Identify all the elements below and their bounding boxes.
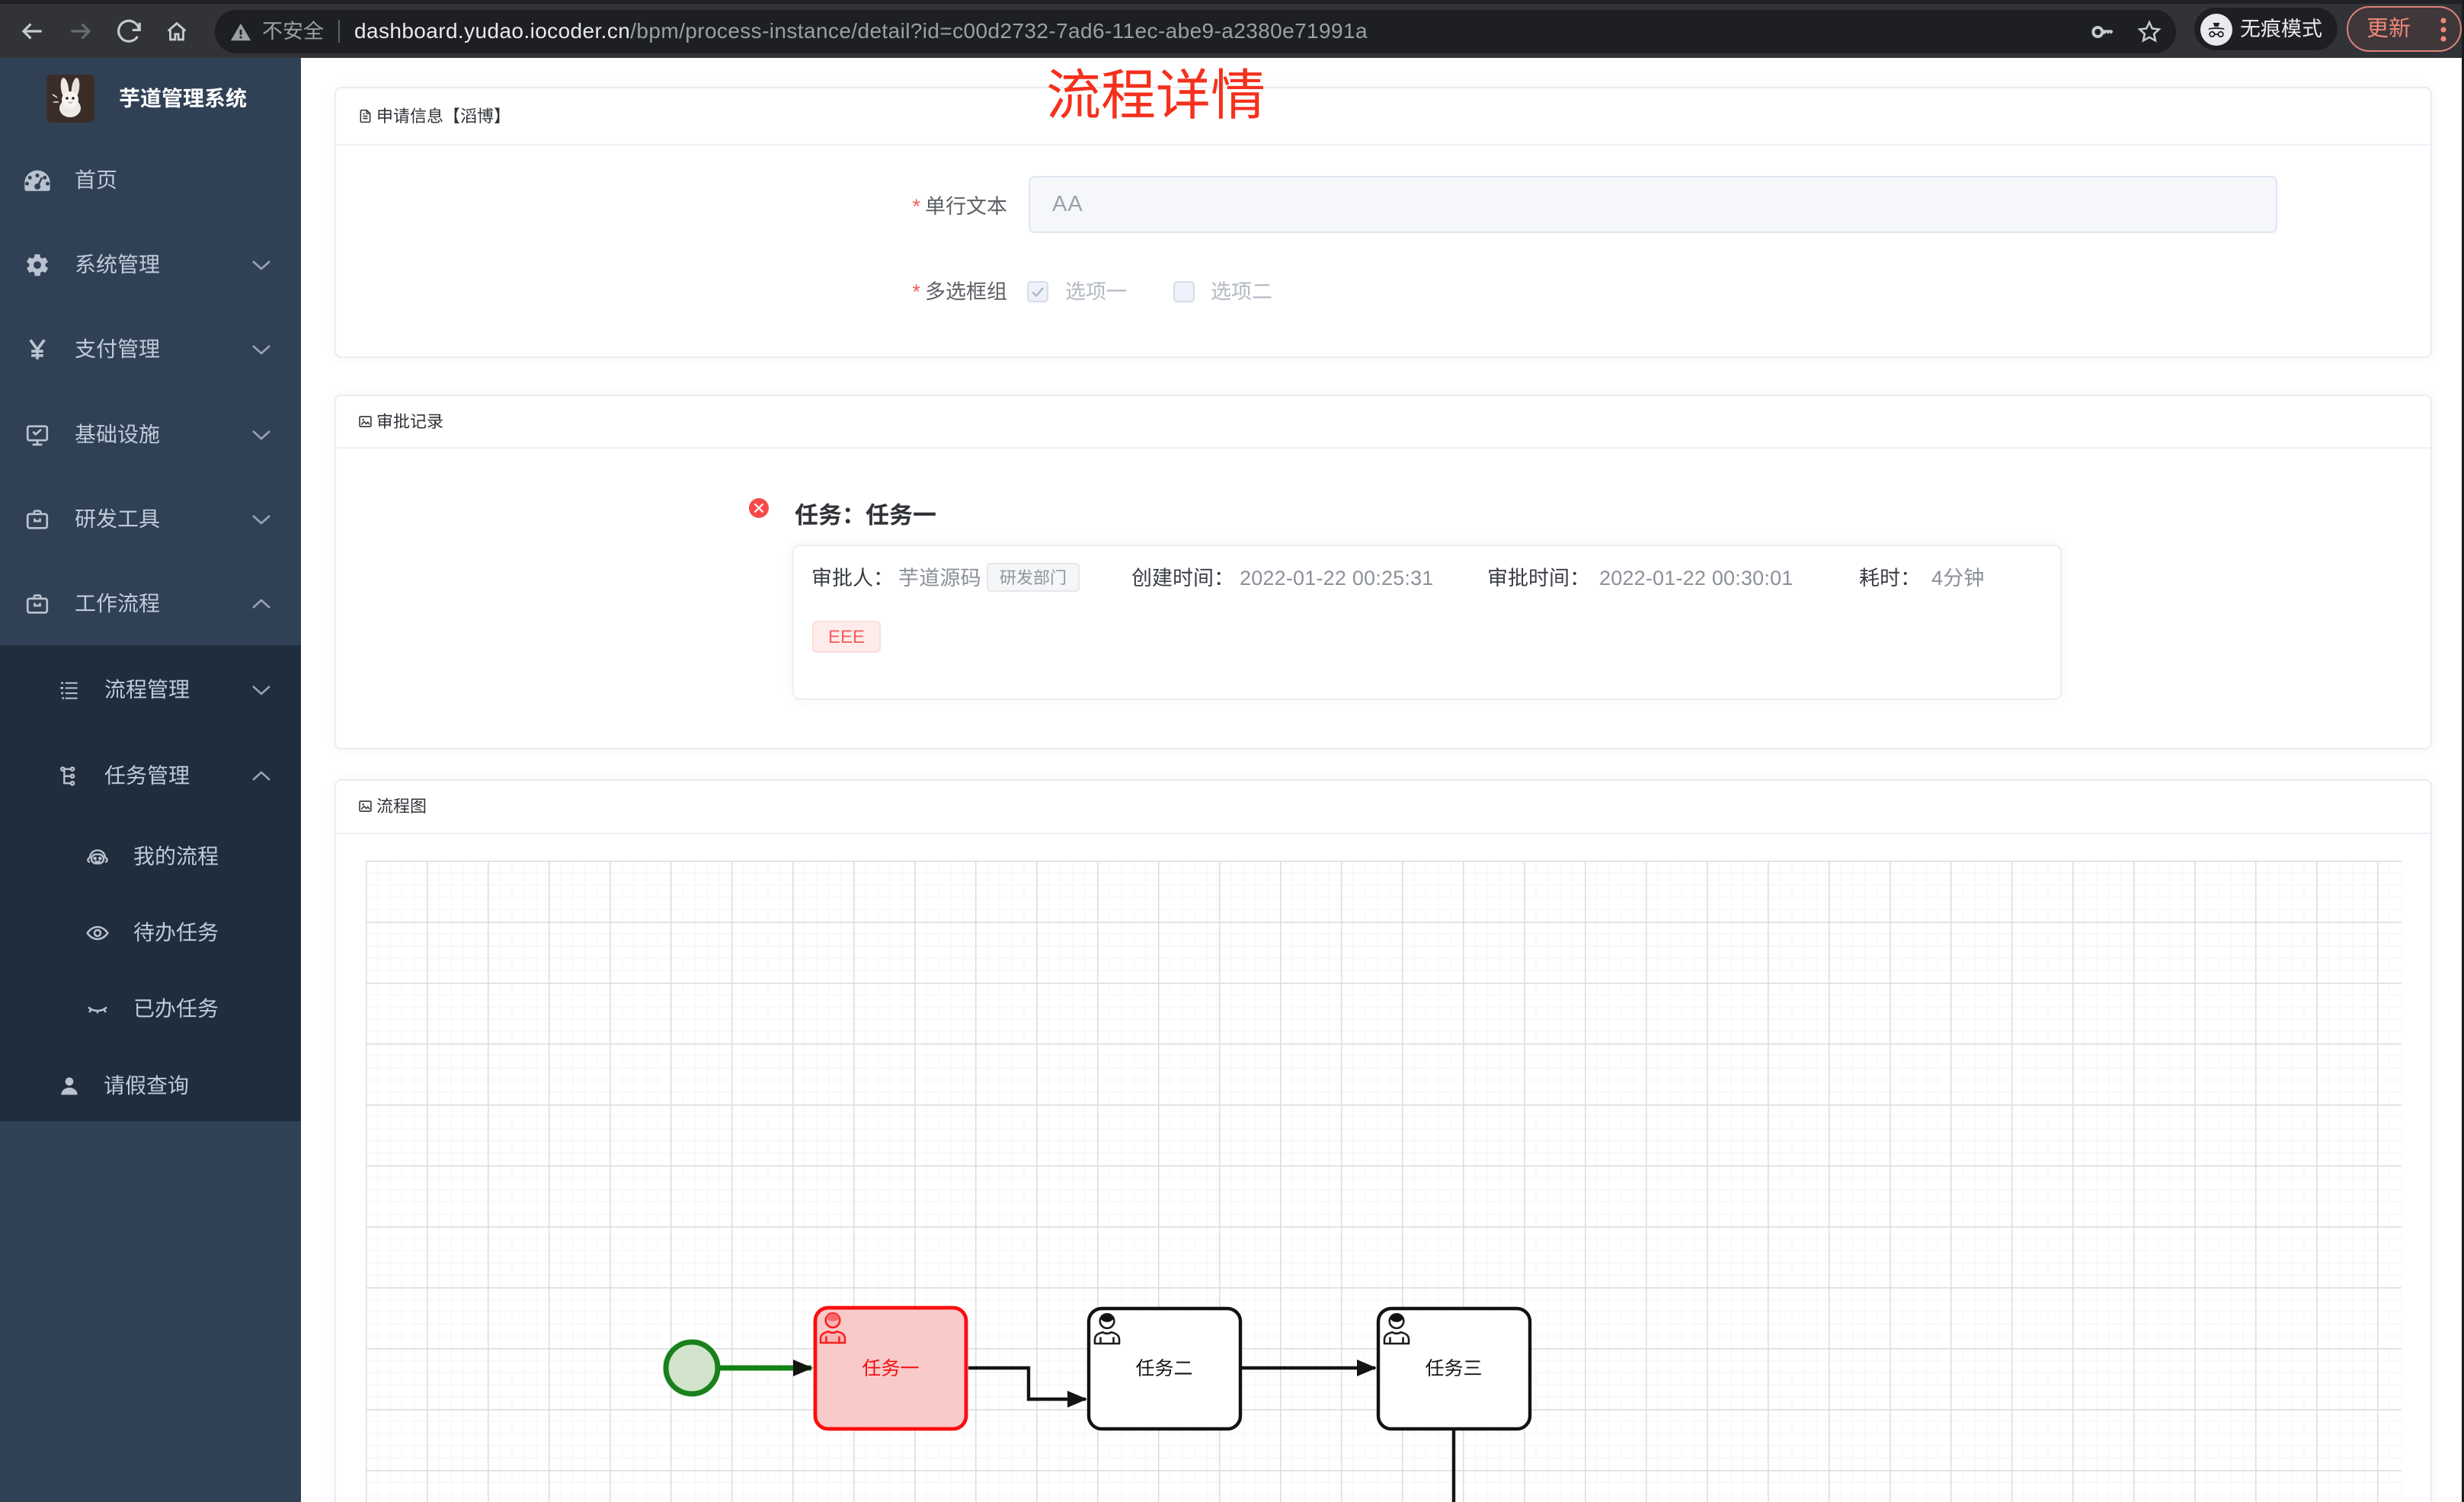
svg-text:任务三: 任务三 xyxy=(1425,1358,1482,1379)
svg-text:任务二: 任务二 xyxy=(1135,1358,1192,1379)
svg-text:任务一: 任务一 xyxy=(862,1358,919,1379)
